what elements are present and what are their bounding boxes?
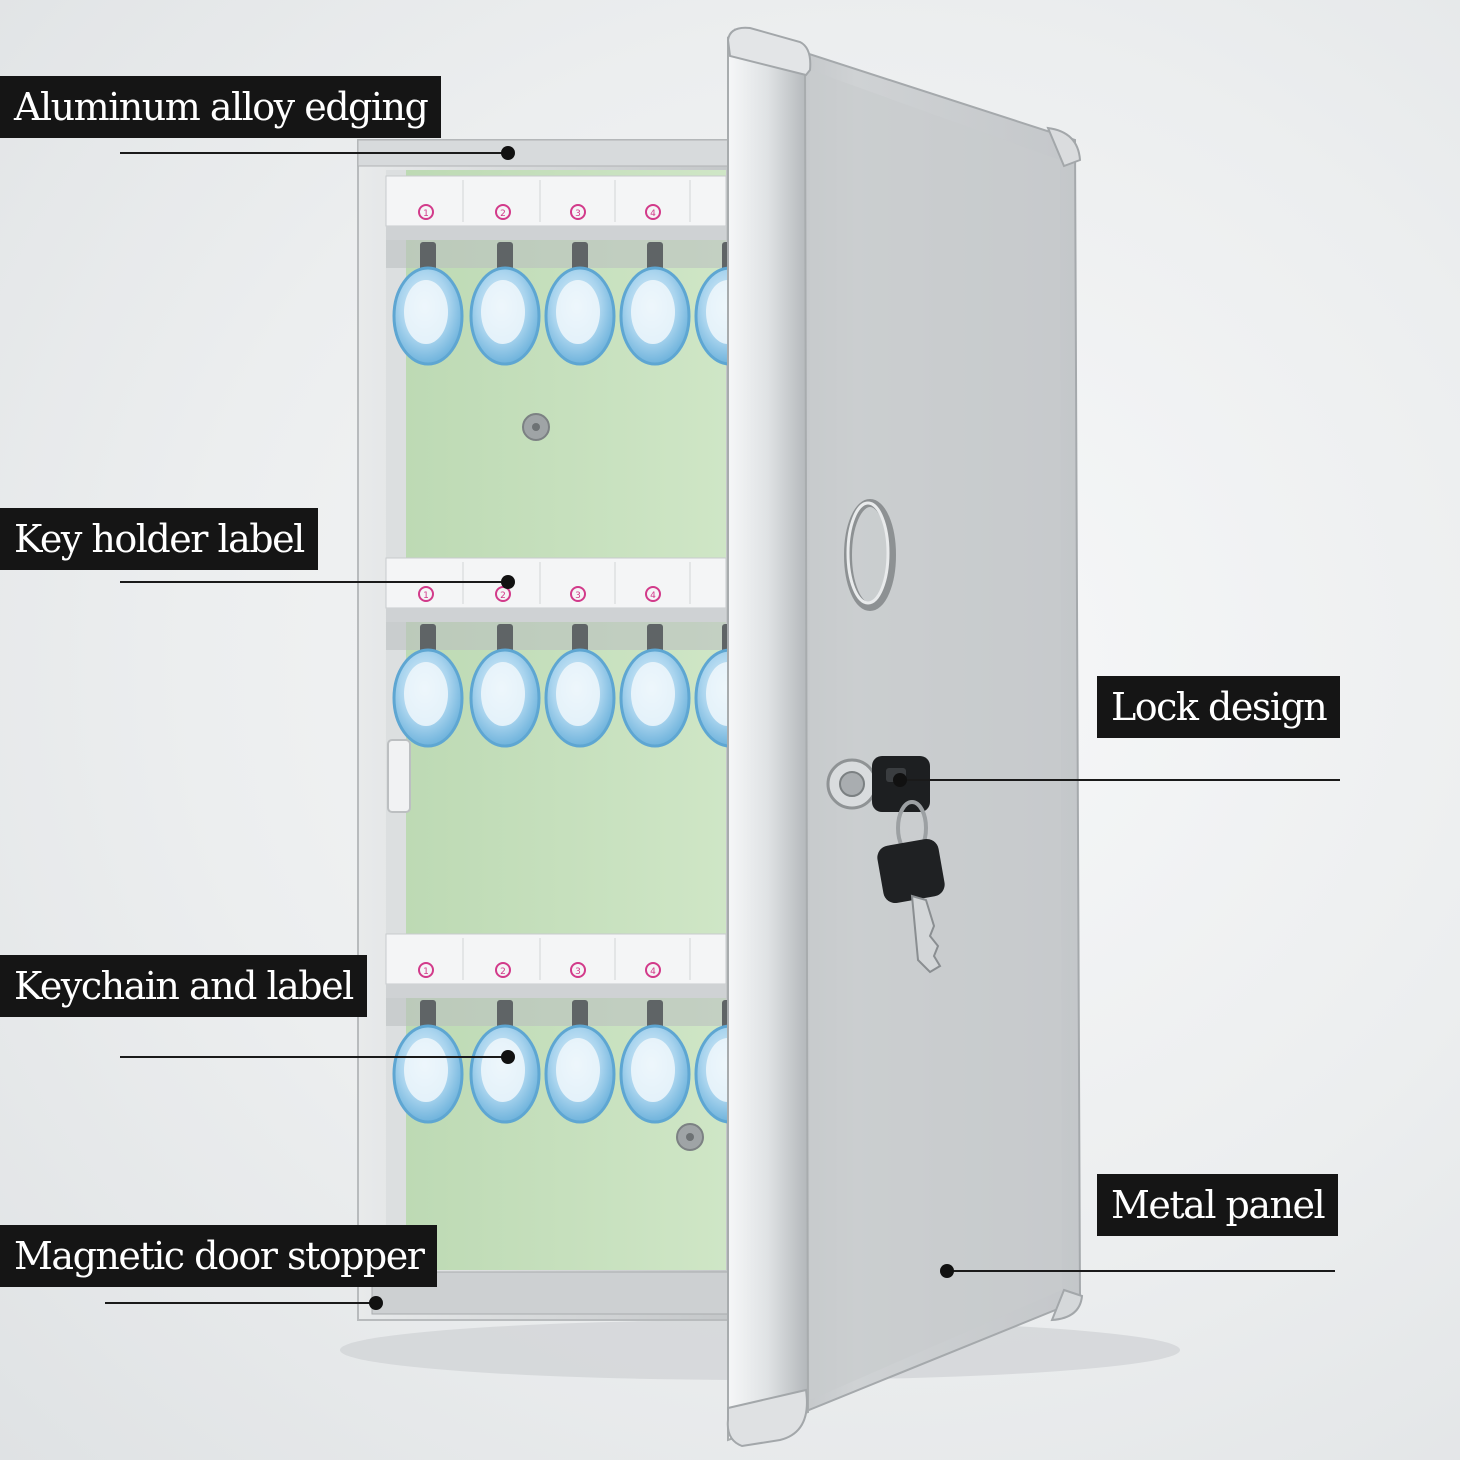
mounting-screw [532,423,540,431]
hook [572,1000,588,1030]
hook-number: 4 [650,591,656,601]
hook-number-badge [645,962,661,978]
door-corner-cap [1046,126,1082,168]
label-strip [385,933,727,985]
label-strip [385,175,727,227]
callout-dot [369,1296,383,1310]
mounting-screw [686,1133,694,1141]
hook [572,242,588,272]
key-tag-label [631,662,675,726]
hook-number-badge [570,586,586,602]
callout-leaders [105,146,1340,1310]
door-corner-cap [726,1388,808,1448]
hook-number-badge [495,204,511,220]
lock-cylinder-core [839,771,865,797]
key-tag-label [404,662,448,726]
hook-number: 2 [500,967,506,977]
key-tag-label [556,280,600,344]
magnetic-catch [387,739,411,813]
hook-rail-shadow [386,240,726,268]
hook [497,242,513,272]
spare-key-head [877,838,945,904]
hook-number-badge [645,204,661,220]
callout-dot [940,1264,954,1278]
hook-number-badge [418,962,434,978]
key-tag-label [556,662,600,726]
callout-lock-design: Lock design [1097,676,1341,738]
hook-rail-shadow [386,622,726,650]
callout-text: Keychain and label [14,964,354,1008]
key-tag-label [481,280,525,344]
hook-number-badge [570,962,586,978]
callout-text: Magnetic door stopper [14,1234,425,1278]
callout-dot [501,1050,515,1064]
key-tag-label [481,662,525,726]
hook [497,624,513,654]
hook-number-badge [495,962,511,978]
hook-number: 3 [575,209,581,219]
hook [497,1000,513,1030]
hook-number: 1 [423,967,429,977]
hook [572,624,588,654]
hook-number-badge [418,586,434,602]
door-edge [727,36,810,1442]
key-tag-label [631,1038,675,1102]
callout-dot [501,575,515,589]
callout-text: Metal panel [1111,1183,1326,1227]
hook-rail [386,984,726,998]
hook [647,1000,663,1030]
callout-text: Aluminum alloy edging [14,85,429,129]
hook [420,624,436,654]
hook-number: 4 [650,209,656,219]
hook-number-badge [570,204,586,220]
key-tag-label [556,1038,600,1102]
door-ring-handle-highlight [846,501,890,605]
hook-number: 4 [650,967,656,977]
hook-rail-shadow [386,998,726,1026]
hook-number-badge [418,204,434,220]
hook-number: 3 [575,967,581,977]
hook [420,1000,436,1030]
hook-number: 1 [423,591,429,601]
hook-number-badge [495,586,511,602]
spare-key-blade [910,894,942,974]
callout-dot [501,146,515,160]
callout-text: Key holder label [14,517,305,561]
hook-number: 1 [423,209,429,219]
key-tag-label [631,280,675,344]
key-tag-label [481,1038,525,1102]
hook [647,242,663,272]
hook-number: 2 [500,209,506,219]
key-tag-label [404,280,448,344]
callout-dot [893,773,907,787]
hook-number: 3 [575,591,581,601]
hook [647,624,663,654]
door-panel-inner [810,70,1062,1400]
hook-rail [386,608,726,622]
callout-aluminum-edging: Aluminum alloy edging [0,76,442,138]
callout-text: Lock design [1111,685,1328,729]
door-corner-cap [726,26,812,77]
callout-metal-panel: Metal panel [1097,1174,1339,1236]
hook [420,242,436,272]
door-corner-cap [1050,1288,1084,1322]
key-tag-label [404,1038,448,1102]
hook-number-badge [645,586,661,602]
callout-magnetic-door-stopper: Magnetic door stopper [0,1225,438,1287]
hook-number: 2 [500,591,506,601]
callout-keychain-and-label: Keychain and label [0,955,367,1017]
hook-rail [386,226,726,240]
callout-key-holder-label: Key holder label [0,508,318,570]
